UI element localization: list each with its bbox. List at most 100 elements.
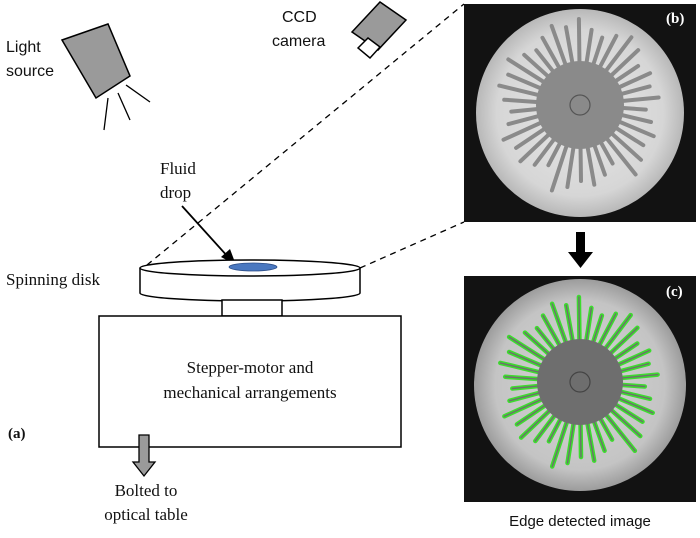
photo-c-drop-core (537, 339, 623, 425)
finger-edge (503, 397, 546, 417)
fluid-drop-label-line2: drop (160, 183, 191, 202)
finger-edge (579, 420, 582, 458)
finger (506, 72, 546, 92)
photo-b-center-mark (569, 94, 591, 116)
panel-a-tag: (a) (8, 426, 26, 442)
finger-edge (566, 419, 575, 464)
fingering-pattern-c (498, 294, 660, 469)
camera-lens (356, 37, 382, 60)
finger (497, 83, 544, 98)
finger (585, 142, 597, 187)
finger-edge (508, 336, 548, 362)
light-source-label-line1: Light (6, 39, 41, 56)
finger-edge (542, 314, 562, 349)
finger (506, 57, 549, 86)
finger-edge (504, 376, 542, 380)
photo-c-center-mark (569, 371, 591, 393)
bolted-label-line1: Bolted to (115, 481, 178, 500)
edge-detected-caption: Edge detected image (509, 513, 651, 530)
finger (576, 17, 582, 67)
finger (540, 35, 563, 73)
light-source-label-line2: source (6, 63, 54, 80)
finger (616, 112, 653, 124)
finger-edge (536, 327, 557, 353)
finger (607, 48, 641, 80)
finger (532, 134, 558, 167)
projection-line-bottom (359, 221, 465, 269)
finger (506, 113, 544, 127)
finger (602, 35, 634, 76)
process-arrow (568, 232, 593, 268)
finger (534, 48, 557, 76)
finger (614, 71, 653, 91)
finger (549, 141, 570, 193)
finger-edge (598, 415, 613, 441)
finger-edge (511, 385, 542, 390)
light-ray (103, 97, 109, 131)
fingering-pattern-b (497, 17, 661, 193)
finger-edge (520, 408, 553, 439)
light-source (60, 23, 151, 131)
finger (611, 64, 641, 85)
finger (617, 105, 648, 112)
finger (603, 134, 638, 177)
photo-panel-b: (b) (464, 4, 696, 222)
finger-edge (607, 327, 639, 356)
finger (590, 35, 605, 69)
finger (578, 143, 583, 183)
finger (584, 27, 594, 68)
finger-edge (602, 314, 632, 352)
finger (591, 140, 607, 177)
finger (596, 33, 619, 72)
finger (502, 97, 543, 105)
panel-c-tag: (c) (666, 284, 683, 300)
projection-line-top (146, 3, 465, 266)
finger-edge (551, 418, 569, 468)
spinning-disk-label: Spinning disk (6, 270, 100, 289)
panel-b-tag: (b) (666, 11, 684, 27)
finger (518, 130, 553, 164)
motor-label-line1: Stepper-motor and (187, 358, 314, 377)
finger (616, 84, 652, 97)
finger-edge (508, 391, 543, 402)
finger (614, 118, 656, 139)
finger (514, 125, 549, 150)
finger (611, 124, 646, 148)
fluid-drop-label-line1: Fluid (160, 159, 196, 178)
finger-edge (615, 396, 654, 414)
finger (501, 119, 546, 142)
finger-edge (614, 349, 650, 367)
finger-edge (516, 403, 549, 426)
camera-body (350, 1, 408, 51)
finger (564, 25, 575, 68)
finger-edge (597, 313, 617, 349)
finger-edge (534, 412, 558, 442)
finger-edge (508, 351, 545, 368)
fluid-arrow (181, 205, 230, 259)
camera-label-line2: camera (272, 33, 325, 50)
finger-edge (618, 373, 659, 379)
finger (607, 129, 643, 162)
motor-label-line2: mechanical arrangements (163, 383, 336, 402)
finger-edge (585, 307, 593, 345)
finger (509, 106, 543, 114)
finger-edge (617, 363, 650, 373)
motor-shaft (221, 299, 283, 317)
fluid-drop (228, 262, 278, 272)
ccd-camera (350, 1, 408, 60)
finger-edge (592, 418, 606, 452)
finger (565, 142, 576, 189)
finger-edge (608, 407, 641, 437)
camera-label-line1: CCD (282, 9, 317, 26)
finger-edge (578, 296, 581, 344)
light-ray (117, 92, 131, 121)
finger-edge (612, 402, 644, 423)
finger-edge (591, 314, 603, 346)
finger-edge (603, 411, 636, 452)
finger-edge (617, 390, 651, 400)
photo-panel-c: (c) (464, 276, 696, 502)
finger (617, 95, 661, 104)
finger-edge (586, 419, 595, 462)
